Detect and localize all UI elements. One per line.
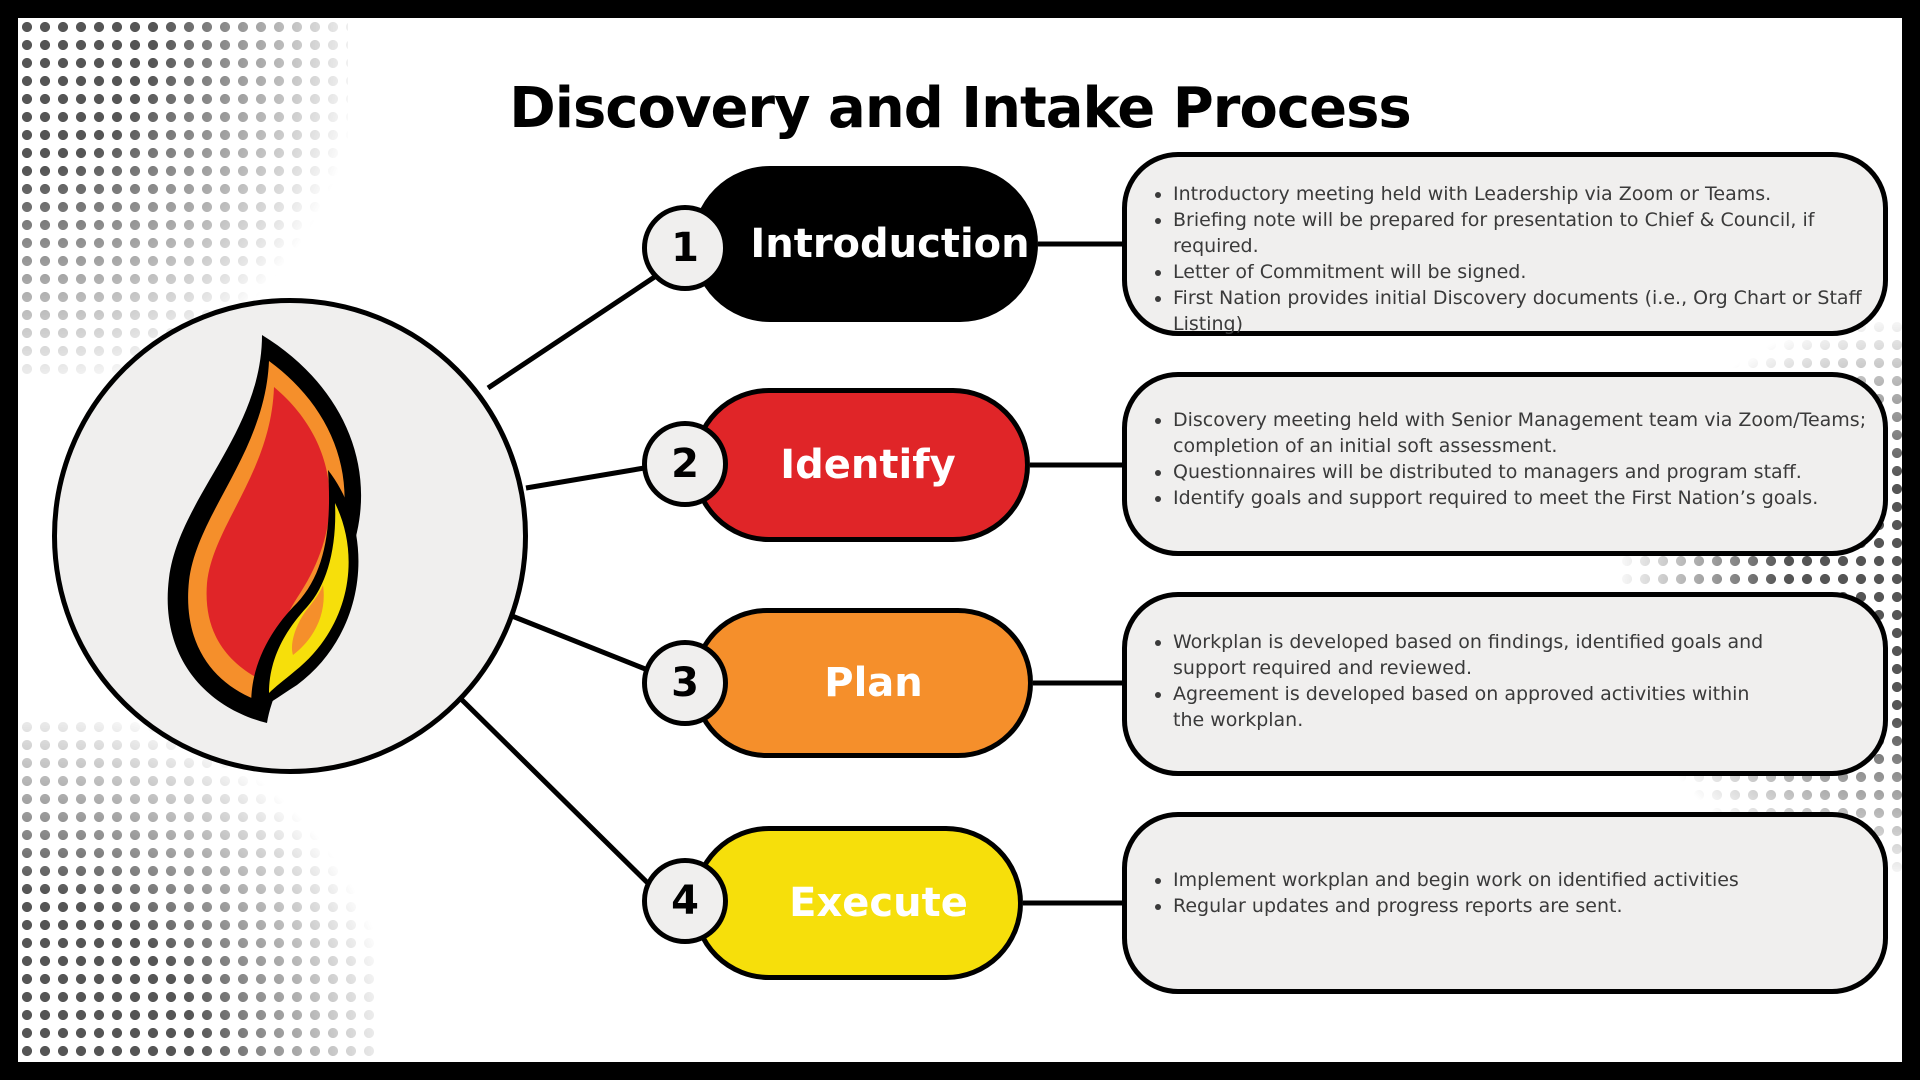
step-3-pill: Plan	[692, 608, 1033, 758]
step-1-bullet: First Nation provides initial Discovery …	[1173, 285, 1873, 337]
step-1-label: Introduction	[750, 221, 1030, 267]
flame-icon	[167, 335, 362, 723]
step-4-number: 4	[642, 858, 728, 944]
step-4-label: Execute	[789, 880, 968, 926]
slide: Discovery and Intake Process Introductio…	[18, 18, 1902, 1062]
connector-hub-3	[511, 613, 669, 681]
step-4-details: Implement workplan and begin work on ide…	[1122, 812, 1888, 994]
step-2-bullet: Discovery meeting held with Senior Manag…	[1173, 407, 1873, 459]
step-4-pill: Execute	[692, 826, 1023, 980]
halftone-dots-bottom-left	[18, 718, 378, 1062]
step-2-pill: Identify	[692, 388, 1030, 542]
step-3-bullet: Workplan is developed based on findings,…	[1173, 629, 1773, 681]
step-1-bullet: Letter of Commitment will be signed.	[1173, 259, 1873, 285]
step-2-number: 2	[642, 421, 728, 507]
step-1-bullet: Introductory meeting held with Leadershi…	[1173, 181, 1873, 207]
step-4-bullet: Implement workplan and begin work on ide…	[1173, 867, 1873, 893]
step-1-bullet: Briefing note will be prepared for prese…	[1173, 207, 1873, 259]
hub-circle	[52, 298, 528, 774]
step-2-details: Discovery meeting held with Senior Manag…	[1122, 372, 1888, 556]
step-1-number: 1	[642, 205, 728, 291]
step-1-details: Introductory meeting held with Leadershi…	[1122, 152, 1888, 336]
connector-hub-1	[486, 265, 670, 391]
step-3-label: Plan	[824, 660, 923, 706]
step-2-bullet: Identify goals and support required to m…	[1173, 485, 1873, 511]
step-3-bullet: Agreement is developed based on approved…	[1173, 681, 1773, 733]
step-2-label: Identify	[780, 442, 956, 488]
step-4-bullet: Regular updates and progress reports are…	[1173, 893, 1873, 919]
step-3-number: 3	[642, 640, 728, 726]
step-2-bullet: Questionnaires will be distributed to ma…	[1173, 459, 1873, 485]
step-3-details: Workplan is developed based on findings,…	[1122, 592, 1888, 776]
connector-hub-4	[456, 694, 670, 905]
page-title: Discovery and Intake Process	[509, 76, 1411, 141]
step-1-pill: Introduction	[692, 166, 1038, 322]
